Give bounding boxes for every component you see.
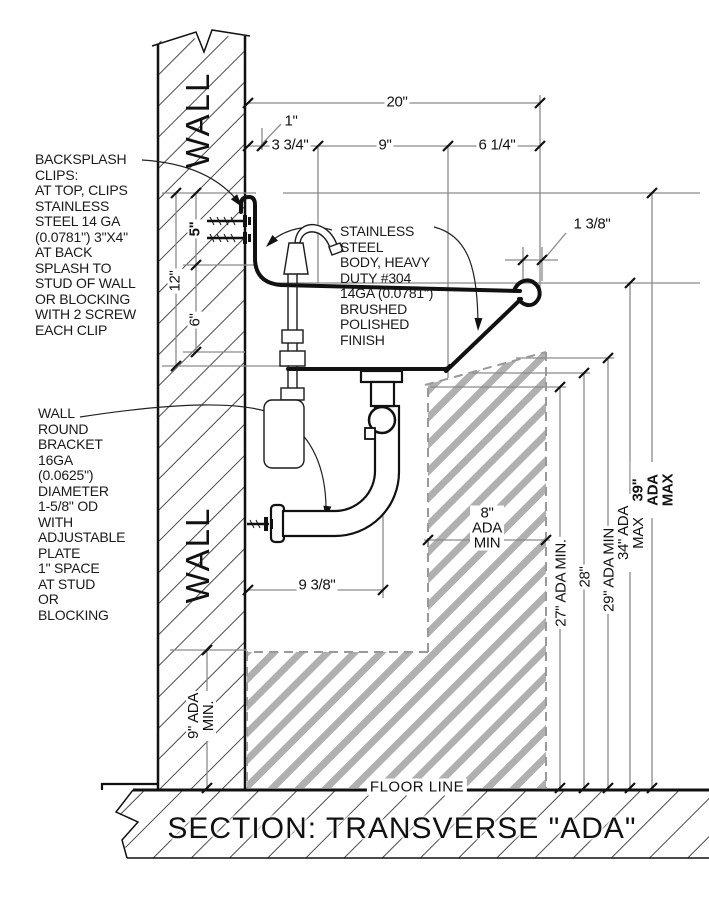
sink-bowl-bottom [286,364,452,371]
rim-roll [512,278,542,308]
sink-profile [239,195,542,373]
wall-bracket-note: WALL ROUND BRACKET 16GA (0.0625") DIAMET… [38,405,126,623]
backsplash-clips-note: BACKSPLASH CLIPS: AT TOP, CLIPS STAINLES… [35,151,137,338]
tick-marks [170,97,658,794]
clearance-zone-border [246,351,547,788]
sink-apron-slope [444,297,523,373]
wall-base-step [100,782,158,790]
dim-overall-width: 20" [384,93,410,111]
floor-break-line [114,789,140,859]
dim-27-ada-min: 27" ADA MIN. [552,537,570,629]
dim-rim-roll: 1 3/8" [573,215,611,233]
stainless-leader-2 [433,226,479,329]
wall-label-bottom: WALL [179,506,216,604]
faucet-aerator [328,242,344,256]
backsplash-clips-leader [141,159,241,205]
supply-bottle [263,399,305,469]
drain-assembly [359,369,404,440]
wall-bracket-screw [247,517,273,531]
drawing-title: SECTION: TRANSVERSE "ADA" [167,812,637,845]
dim-depth-6: 6" [186,311,204,329]
trap-cleanout [367,405,397,435]
dim-39-ada-max: 39" ADA MAX [630,462,677,518]
dim-backsplash-5: 5" [186,219,204,239]
dim-toe-clearance: 9" ADA MIN. [185,690,217,742]
dim-depth-12: 12" [166,268,184,294]
wall-label-top: WALL [179,71,216,169]
dim-28: 28" [576,564,594,590]
backsplash-and-deck [239,195,522,293]
clearance-zone-hatch [247,352,546,788]
faucet-base [283,242,309,275]
backsplash-screws [207,215,251,244]
dim-offset-1: 1" [284,112,298,130]
wall-section [100,29,251,790]
floor-band [114,788,709,859]
dim-seg-9: 9" [376,136,394,154]
dim-knee-clearance: 8" ADA MIN [470,504,504,552]
floor-hatch [120,790,709,858]
wall-break-line [151,29,251,55]
dim-seg-6-14: 6 1/4" [476,136,518,154]
dim-seg-3-34: 3 3/4" [269,136,311,154]
stainless-body-note: STAINLESS STEEL BODY, HEAVY DUTY #304 14… [340,223,434,348]
dim-drain-offset: 9 3/8" [296,576,338,594]
floor-line-label: FLOOR LINE [366,778,468,796]
p-trap-pipe [247,404,401,544]
faucet [263,223,344,469]
wall-hatch [159,35,245,790]
